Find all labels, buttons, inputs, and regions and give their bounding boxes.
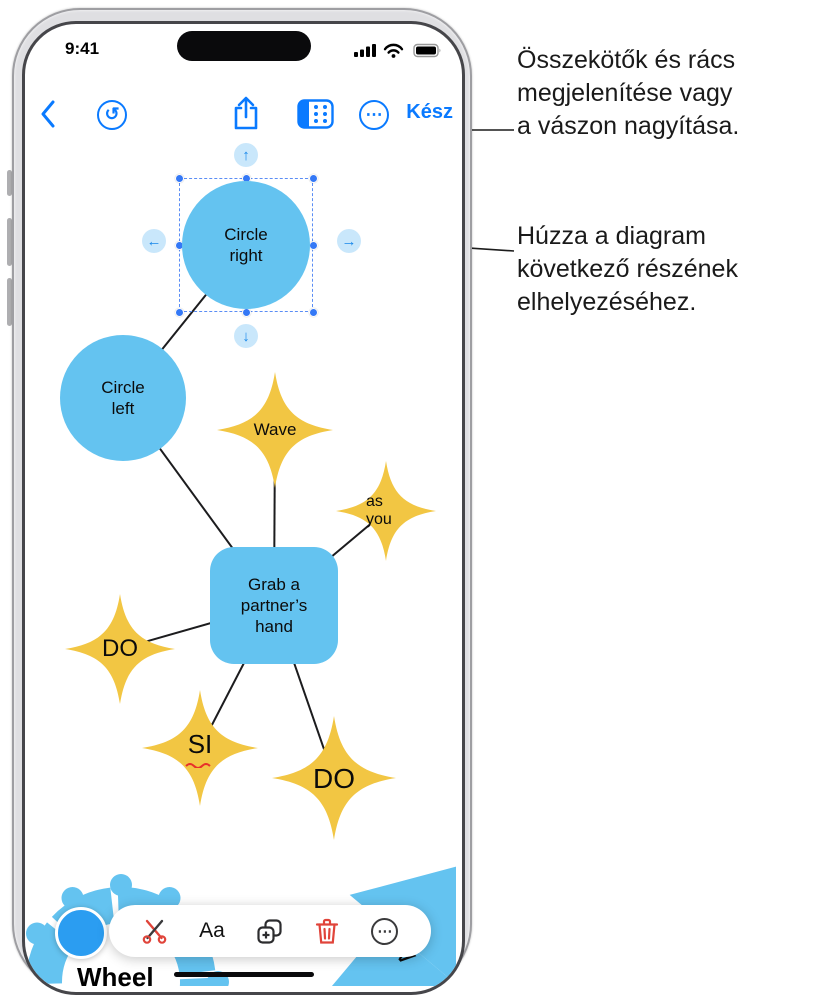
shape-square-grab[interactable]: Grab a partner’s hand (210, 547, 338, 664)
status-time: 9:41 (65, 39, 100, 58)
ellipsis-icon: ⋯ (365, 105, 383, 124)
undo-button[interactable]: ↺ (97, 100, 127, 130)
star-shape (272, 716, 396, 840)
cut-button[interactable] (142, 918, 167, 944)
callout-line: következő részének (517, 255, 738, 283)
star-shape (217, 372, 333, 488)
phone-screen: 9:41 ↺ (22, 21, 465, 995)
callout-line: Húzza a diagram (517, 222, 706, 250)
grid-icon (297, 99, 334, 129)
callout-line: a vászon nagyítása. (517, 112, 740, 140)
drag-handle-up[interactable]: ↑ (234, 143, 258, 167)
shape-label: Grab a partner’s hand (240, 574, 308, 637)
dynamic-island (176, 31, 311, 61)
ellipsis-icon: ⋯ (377, 923, 393, 940)
selection-handle[interactable] (308, 307, 318, 317)
phone-frame: 9:41 ↺ (12, 8, 472, 995)
shape-label: as you (366, 492, 392, 528)
shape-label: DO (102, 635, 138, 662)
share-icon (234, 96, 258, 130)
star-shape (336, 461, 436, 561)
arrow-left-icon: ← (146, 232, 162, 250)
volume-up-button (7, 218, 12, 266)
selection-handle[interactable] (174, 173, 184, 183)
shape-label: SI (185, 728, 215, 769)
callout-line: megjelenítése vagy (517, 79, 733, 107)
context-toolbar: Aa ⋯ (109, 905, 431, 957)
shape-label-text: SI (187, 728, 213, 759)
wheel-shape-label: Wheel (77, 962, 154, 992)
more-button[interactable]: ⋯ (359, 100, 389, 130)
duplicate-icon (257, 918, 282, 944)
shape-star-do-bottom[interactable]: DO (272, 716, 396, 840)
home-indicator[interactable] (173, 972, 314, 977)
share-button[interactable] (231, 95, 261, 131)
shape-label: Circle right (224, 224, 268, 265)
shape-label: Circle left (101, 377, 145, 418)
duplicate-button[interactable] (257, 918, 282, 944)
text-style-button[interactable]: Aa (199, 919, 225, 942)
arrow-right-icon: → (341, 232, 357, 250)
trash-icon (315, 918, 338, 944)
shape-star-as-you[interactable]: as you (336, 461, 436, 561)
shape-circle-left[interactable]: Circle left (60, 335, 186, 461)
shape-label: DO (313, 762, 355, 794)
drag-handle-down[interactable]: ↓ (234, 324, 258, 348)
delete-button[interactable] (315, 918, 339, 945)
volume-down-button (7, 278, 12, 326)
shape-circle-right-selected[interactable]: Circle right (182, 181, 310, 309)
grid-view-button[interactable] (297, 99, 335, 129)
selection-handle[interactable] (174, 307, 184, 317)
scissors-icon (142, 919, 166, 944)
back-button[interactable] (40, 100, 56, 128)
drag-handle-left[interactable]: ← (142, 229, 166, 253)
arrow-up-icon: ↑ (242, 146, 250, 164)
cellular-icon (354, 44, 376, 57)
callout-line: elhelyezéséhez. (517, 288, 697, 316)
spellcheck-underline (185, 763, 211, 769)
callout-grid-text: Összekötők és rács megjelenítése vagy a … (517, 44, 739, 143)
arrow-down-icon: ↓ (242, 327, 250, 345)
shape-star-si[interactable]: SI (142, 690, 258, 806)
shape-star-do-left[interactable]: DO (65, 594, 175, 704)
selection-handle[interactable] (308, 173, 318, 183)
done-button[interactable]: Kész (406, 101, 453, 123)
callout-line: Összekötők és rács (517, 46, 736, 74)
star-shape (65, 594, 175, 704)
star-shape (142, 690, 258, 806)
shape-star-wave[interactable]: Wave (217, 372, 333, 488)
action-button (7, 170, 12, 196)
shape-label: Wave (253, 420, 297, 440)
wifi-icon (383, 43, 404, 58)
color-well-button[interactable] (55, 907, 107, 959)
callout-drag-text: Húzza a diagram következő részének elhel… (517, 220, 738, 319)
battery-icon (413, 43, 441, 58)
undo-icon: ↺ (104, 103, 120, 124)
context-more-button[interactable]: ⋯ (371, 917, 399, 945)
status-icons (354, 43, 441, 58)
drag-handle-right[interactable]: → (337, 229, 361, 253)
